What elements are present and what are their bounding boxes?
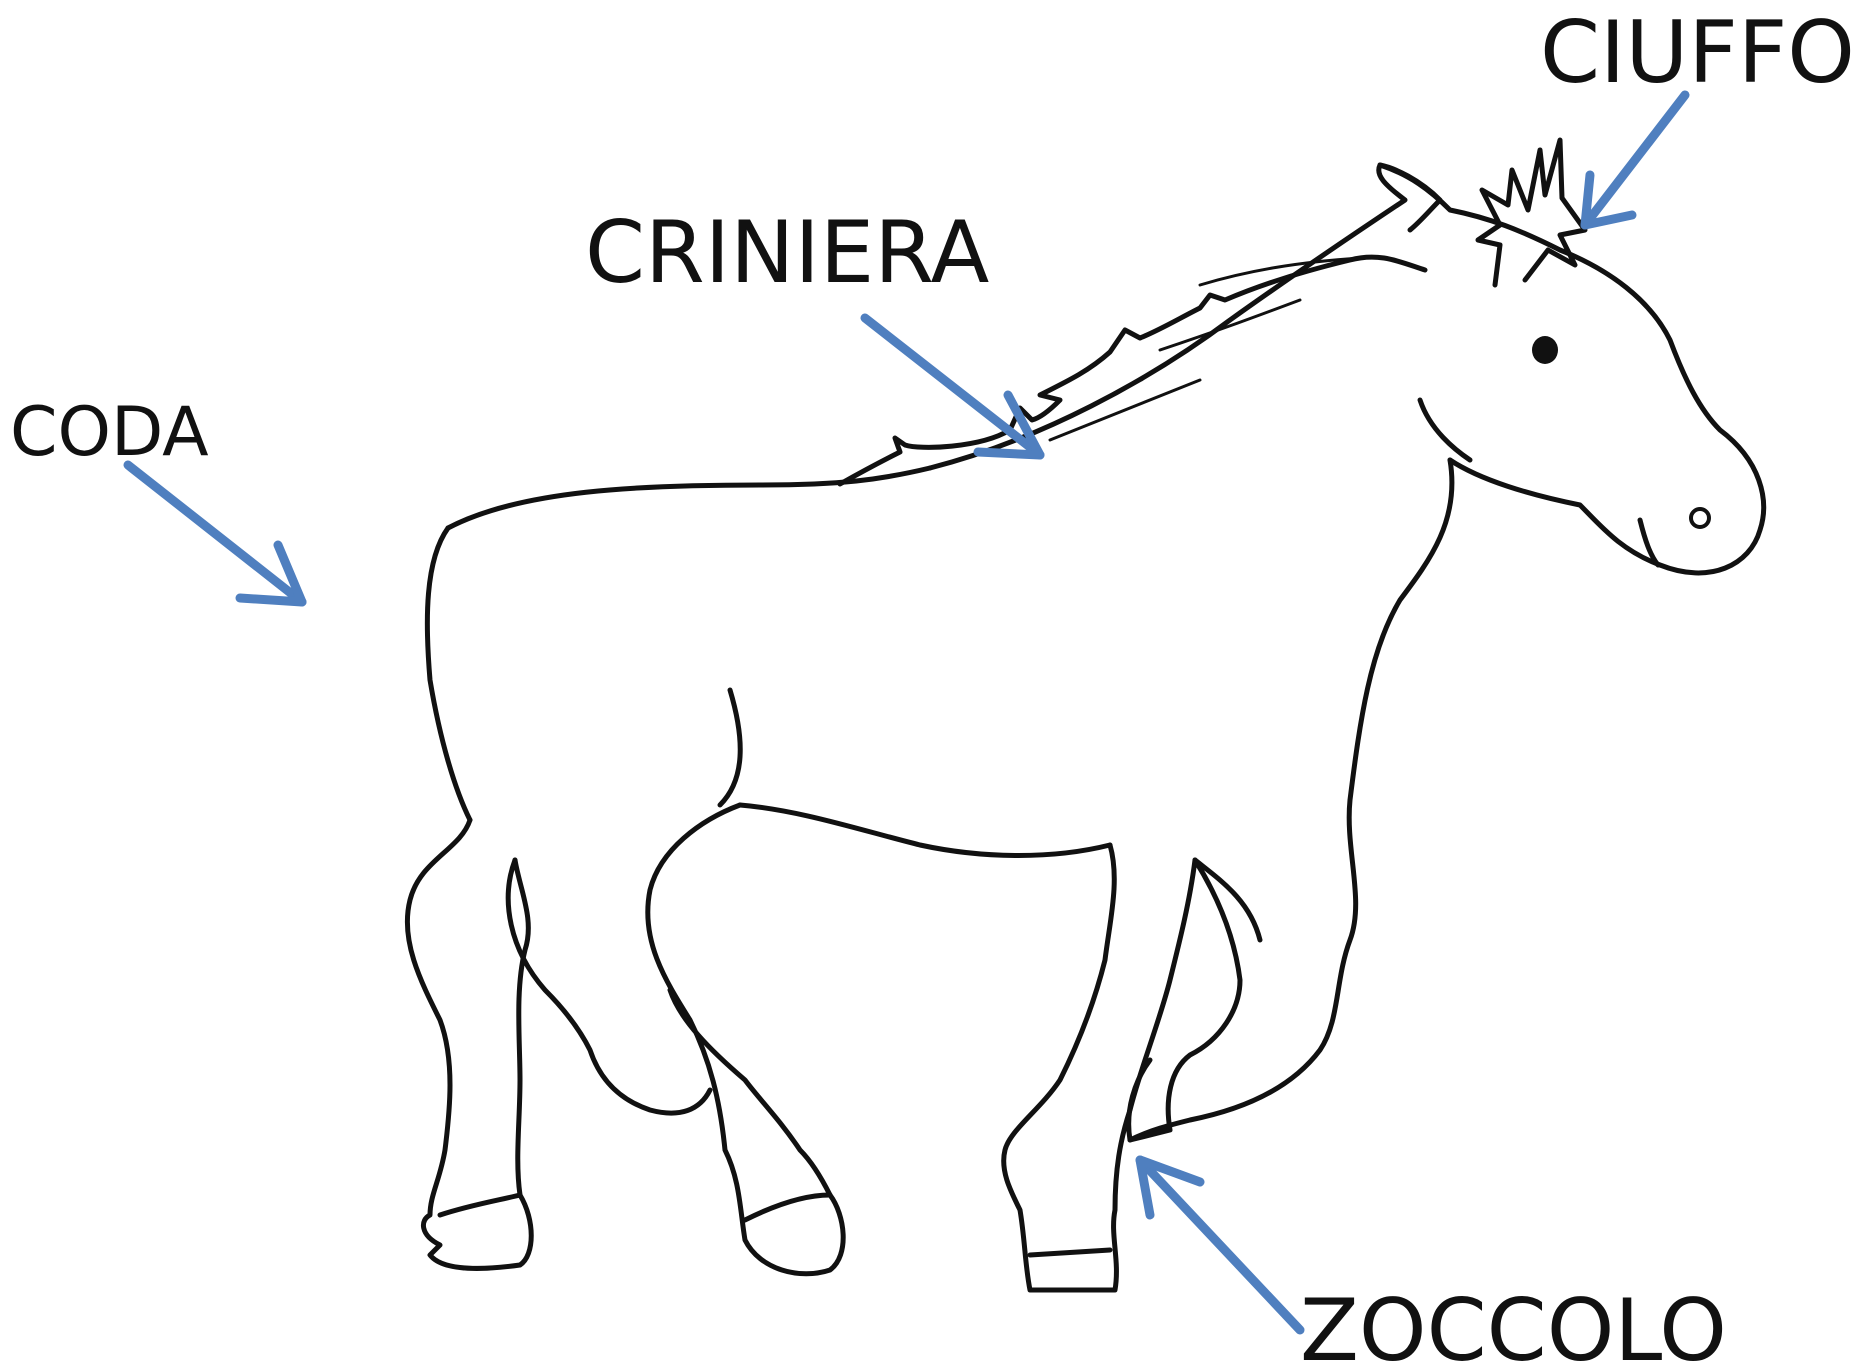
label-coda: CODA xyxy=(10,393,209,472)
horse-neck-outline xyxy=(930,165,1764,573)
zoccolo-arrow xyxy=(1140,1160,1300,1330)
criniera-arrow-head xyxy=(978,395,1040,455)
horse-forelock-outline xyxy=(1478,140,1585,285)
horse-drawing xyxy=(407,140,1763,1290)
zoccolo-arrow-shaft xyxy=(1140,1160,1300,1330)
horse-front-hoof-standing xyxy=(1030,1250,1110,1255)
horse-chest-outline xyxy=(1130,460,1452,1140)
horse-rump-outline xyxy=(427,528,470,820)
horse-nostril xyxy=(1691,509,1709,527)
horse-eye xyxy=(1532,336,1558,364)
label-criniera: CRINIERA xyxy=(585,203,989,303)
horse-front-leg-raised xyxy=(1129,860,1260,1140)
horse-mane-strand-2 xyxy=(1160,300,1300,350)
criniera-arrow xyxy=(865,318,1040,455)
horse-hind-leg-right xyxy=(648,805,843,1274)
horse-hind-leg-left xyxy=(407,820,531,1268)
horse-belly-outline xyxy=(740,805,1110,856)
horse-front-leg-standing xyxy=(1004,845,1195,1290)
horse-ear-outline xyxy=(1380,165,1440,230)
horse-hind-hoof-right xyxy=(745,1195,830,1220)
label-zoccolo: ZOCCOLO xyxy=(1300,1281,1727,1369)
ciuffo-arrow xyxy=(1585,95,1685,225)
horse-jaw-outline xyxy=(1420,400,1470,460)
coda-arrow xyxy=(128,465,302,602)
label-ciuffo: CIUFFO xyxy=(1540,3,1855,103)
horse-hind-leg-inner xyxy=(508,860,710,1113)
criniera-arrow-shaft xyxy=(865,318,1040,455)
ciuffo-arrow-shaft xyxy=(1585,95,1685,225)
coda-arrow-shaft xyxy=(128,465,302,602)
horse-hind-hoof-left xyxy=(440,1195,520,1215)
horse-flank-outline xyxy=(720,690,740,805)
labels: CIUFFO CRINIERA CODA ZOCCOLO xyxy=(10,3,1855,1369)
